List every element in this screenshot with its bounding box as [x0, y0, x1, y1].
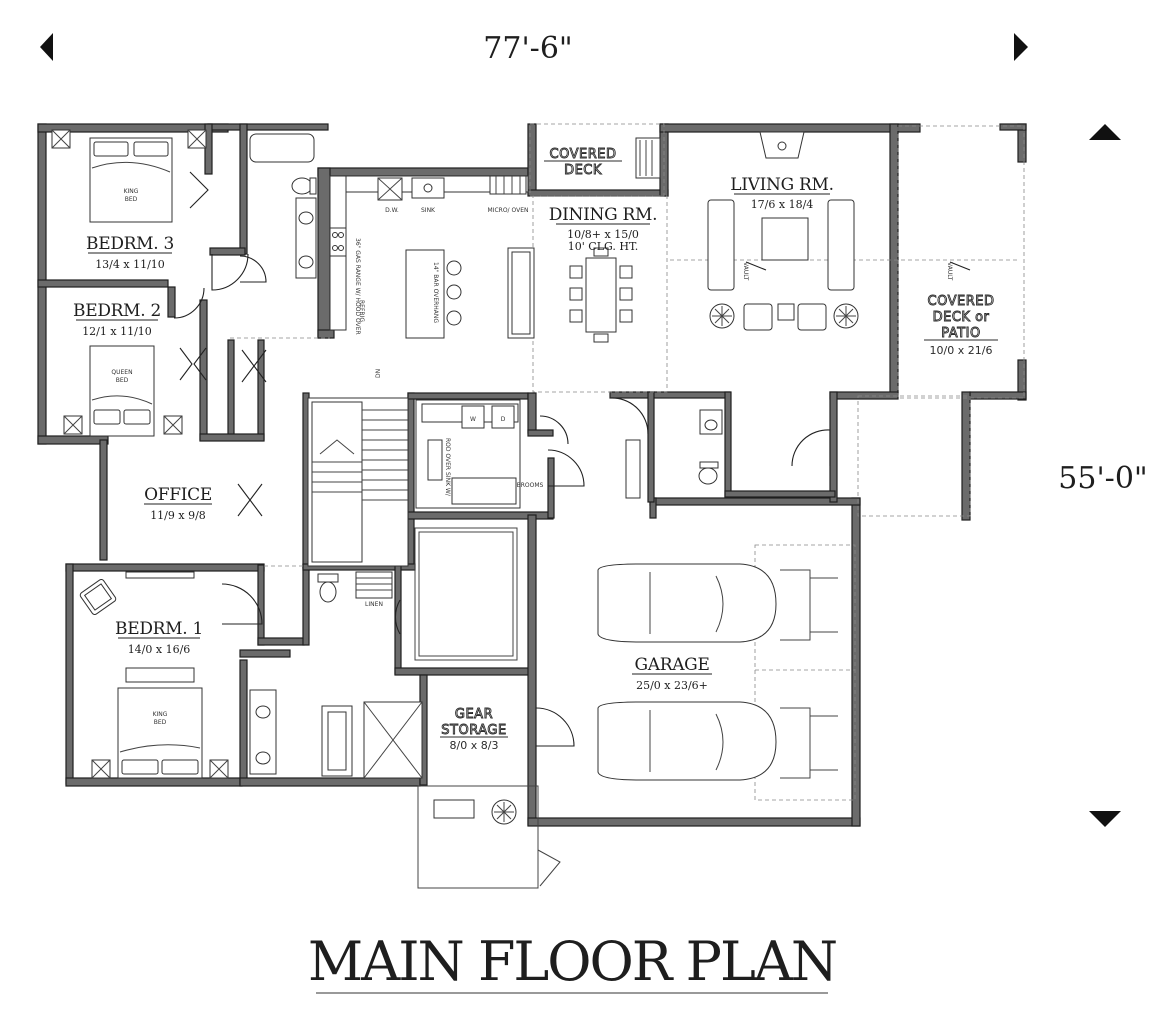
width-arrow-left-icon [40, 33, 53, 61]
svg-text:D: D [501, 416, 506, 423]
svg-text:QUEEN: QUEEN [111, 369, 132, 376]
svg-text:KING: KING [153, 711, 168, 718]
svg-text:BEDRM. 2: BEDRM. 2 [73, 301, 161, 321]
doors [173, 171, 831, 747]
svg-text:PATIO: PATIO [941, 326, 980, 341]
depth-arrow-up-icon [1089, 124, 1121, 140]
svg-text:LINEN: LINEN [365, 601, 383, 608]
bathtub [249, 133, 315, 163]
room-bedroom3: BEDRM. 3 13/4 x 11/10 [86, 234, 174, 271]
svg-text:W: W [470, 416, 476, 423]
svg-text:8/0 x 8/3: 8/0 x 8/3 [450, 739, 499, 752]
svg-text:11/9 x 9/8: 11/9 x 9/8 [150, 509, 206, 522]
room-bedroom2: BEDRM. 2 12/1 x 11/10 [73, 301, 161, 338]
svg-text:36" GAS RANGE W/ HOOD OVER: 36" GAS RANGE W/ HOOD OVER [354, 238, 361, 335]
svg-text:SINK: SINK [421, 207, 436, 214]
width-arrow-right-icon [1014, 33, 1028, 61]
fireplace-icon [759, 131, 805, 159]
svg-text:DECK: DECK [564, 163, 602, 178]
svg-text:GARAGE: GARAGE [634, 655, 709, 675]
car-bottom [597, 701, 777, 781]
dining-table [569, 247, 633, 343]
svg-text:VAULT: VAULT [946, 262, 953, 281]
covered-deck-side-outline [897, 125, 1025, 399]
svg-text:10/8+ x 15/0: 10/8+ x 15/0 [567, 228, 639, 241]
room-bedroom1: BEDRM. 1 14/0 x 16/6 [115, 619, 203, 656]
depth-arrow-down-icon [1089, 811, 1121, 827]
svg-text:BROOMS: BROOMS [517, 482, 544, 489]
svg-text:DECK or: DECK or [933, 310, 990, 325]
king-bed-bedroom3: KING BED [89, 137, 173, 223]
svg-text:ROD OVER SINK W/: ROD OVER SINK W/ [444, 438, 451, 497]
svg-text:25/0 x 23/6+: 25/0 x 23/6+ [636, 679, 708, 692]
svg-text:BED: BED [125, 196, 138, 203]
svg-text:KING: KING [124, 188, 139, 195]
king-bed-bedroom1: KING BED [117, 667, 203, 779]
armchair-bedroom1 [79, 578, 117, 616]
svg-text:BED: BED [154, 719, 167, 726]
svg-text:COVERED: COVERED [928, 294, 995, 309]
svg-text:MICRO/ OVEN: MICRO/ OVEN [488, 207, 529, 214]
svg-text:GEAR: GEAR [455, 707, 493, 722]
svg-text:REFRIG.: REFRIG. [358, 300, 365, 324]
room-dining: DINING RM. 10/8+ x 15/0 10' CLG. HT. [549, 205, 658, 253]
queen-bed-bedroom2: QUEEN BED [89, 345, 155, 437]
kitchen-island [405, 249, 462, 339]
svg-text:OFFICE: OFFICE [144, 485, 212, 505]
room-office: OFFICE 11/9 x 9/8 [144, 485, 212, 522]
svg-text:12/1 x 11/10: 12/1 x 11/10 [82, 325, 152, 338]
svg-text:17/6 x 18/4: 17/6 x 18/4 [751, 198, 814, 211]
front-porch-outline [857, 395, 971, 517]
svg-text:VAULT: VAULT [742, 262, 749, 281]
svg-text:STORAGE: STORAGE [441, 723, 506, 738]
staircase [307, 397, 409, 567]
kitchen-counters [329, 175, 529, 331]
room-gear-storage: GEAR STORAGE 8/0 x 8/3 [440, 707, 508, 752]
overall-depth-label: 55'-0" [1058, 461, 1147, 496]
svg-text:BED: BED [116, 377, 129, 384]
svg-text:LIVING RM.: LIVING RM. [730, 175, 833, 195]
gas-range [329, 227, 347, 257]
svg-text:10/0 x 21/6: 10/0 x 21/6 [930, 344, 993, 357]
svg-text:13/4 x 11/10: 13/4 x 11/10 [95, 258, 165, 271]
laundry-room [415, 399, 521, 509]
svg-text:14" BAR OVERHANG: 14" BAR OVERHANG [432, 262, 439, 323]
svg-text:DN: DN [375, 369, 382, 378]
svg-text:BEDRM. 3: BEDRM. 3 [86, 234, 174, 254]
room-covered-deck-side: COVERED DECK or PATIO 10/0 x 21/6 [924, 294, 998, 357]
room-garage: GARAGE 25/0 x 23/6+ [632, 655, 712, 692]
garage-parking-outline [754, 544, 856, 801]
svg-text:D.W.: D.W. [385, 207, 399, 214]
svg-text:COVERED: COVERED [550, 147, 617, 162]
plan-title: MAIN FLOOR PLAN [308, 930, 836, 993]
overall-width-label: 77'-6" [483, 31, 572, 66]
svg-text:10' CLG. HT.: 10' CLG. HT. [568, 240, 638, 253]
room-living: LIVING RM. 17/6 x 18/4 [730, 175, 834, 211]
car-top [597, 563, 777, 643]
svg-text:14/0 x 16/6: 14/0 x 16/6 [128, 643, 191, 656]
living-furniture [707, 199, 859, 331]
svg-text:BEDRM. 1: BEDRM. 1 [115, 619, 203, 639]
svg-text:DINING RM.: DINING RM. [549, 205, 657, 225]
room-covered-deck-top: COVERED DECK [544, 147, 622, 178]
